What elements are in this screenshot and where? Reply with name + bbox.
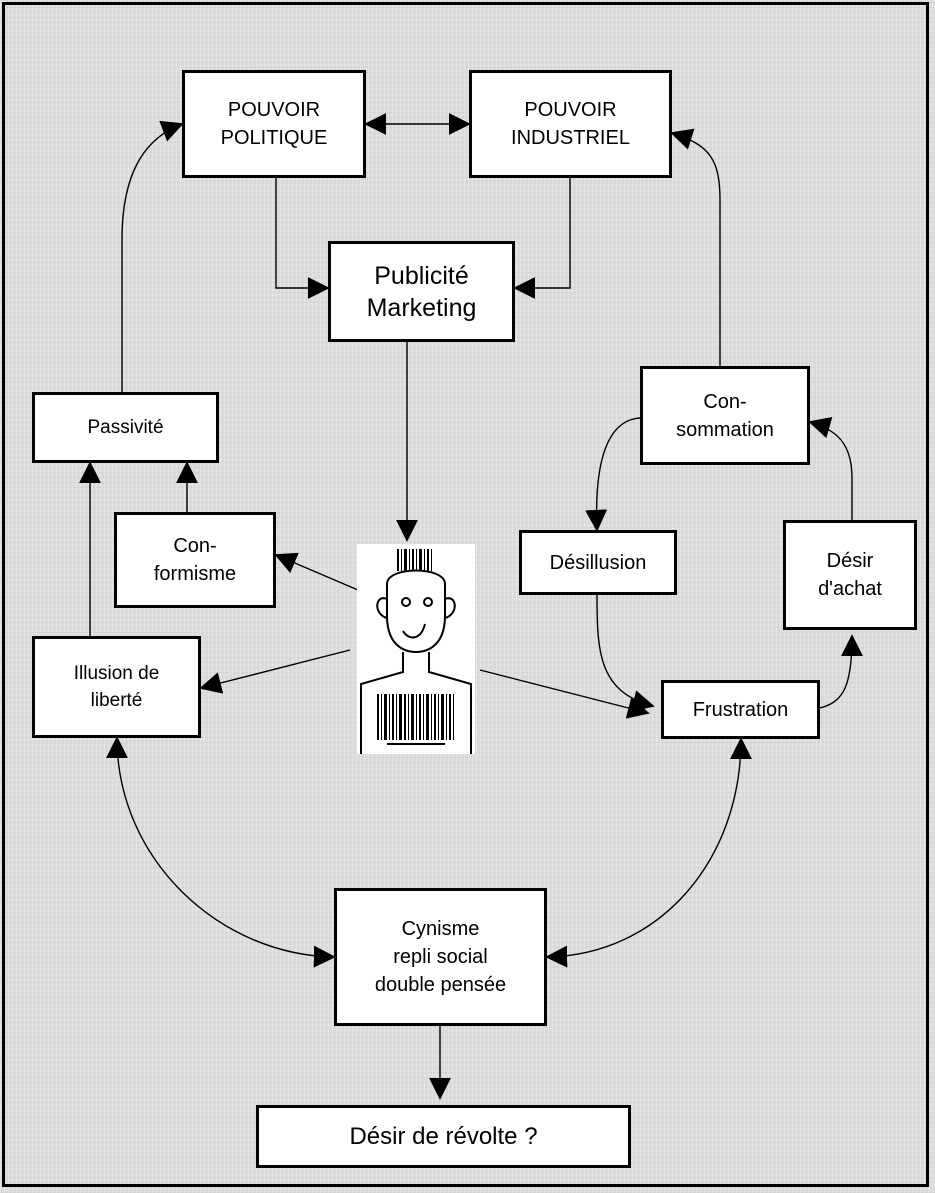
barcode-person-icon [357, 544, 475, 754]
arrow-person-conformisme [274, 552, 359, 591]
arrow-desir-achat-consommation [808, 416, 853, 520]
node-conformisme: Con- formisme [114, 512, 276, 608]
arrow-person-frustration [479, 669, 650, 719]
arrow-desillusion-frustration [596, 594, 655, 712]
node-desir-revolte: Désir de révolte ? [256, 1105, 631, 1168]
node-pouvoir-politique: POUVOIR POLITIQUE [182, 70, 366, 178]
arrow-politique-publicite [275, 178, 330, 299]
arrow-frustration-cynisme [545, 737, 752, 968]
arrow-frustration-desir-achat [819, 634, 863, 709]
node-pouvoir-industriel: POUVOIR INDUSTRIEL [469, 70, 672, 178]
node-illusion-liberte: Illusion de liberté [32, 636, 201, 738]
node-consommation: Con- sommation [640, 366, 810, 465]
node-desir-achat: Désir d'achat [783, 520, 917, 630]
node-desillusion: Désillusion [519, 530, 677, 595]
arrow-consommation-industriel [670, 128, 721, 366]
arrow-consommation-desillusion [585, 417, 641, 532]
arrow-illusion-cynisme [106, 736, 336, 968]
node-passivite: Passivité [32, 392, 219, 463]
node-frustration: Frustration [661, 680, 820, 739]
arrow-person-illusion [199, 649, 351, 694]
arrow-passivite-politique [121, 120, 184, 392]
node-publicite-marketing: Publicité Marketing [328, 241, 515, 342]
arrow-industriel-publicite [513, 178, 571, 299]
node-cynisme: Cynisme repli social double pensée [334, 888, 547, 1026]
